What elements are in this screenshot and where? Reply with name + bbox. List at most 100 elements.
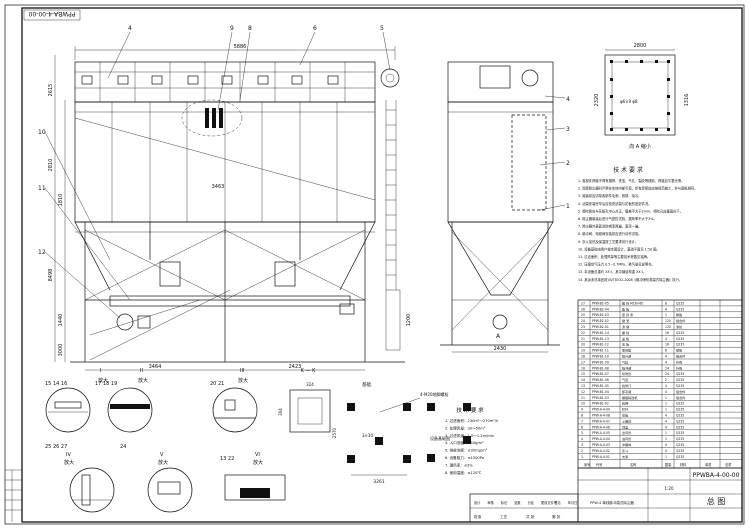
bom-cell: Q235	[676, 343, 684, 347]
bom-cell: Q235	[676, 449, 684, 453]
k-section-title: K — K	[301, 368, 316, 374]
tech-req-item: 2. 焊接除尘器时严禁在本体内部引弧，所有焊接处应按规范施工，并与图纸相符。	[578, 186, 698, 191]
tech-req-item: 1. 各部件焊缝不得有漏焊、夹渣、气孔、裂纹等缺陷，焊缝应平整光滑。	[578, 178, 684, 183]
dim-top-view-right: 1316	[684, 94, 690, 107]
bom-cell: 喷吹管	[622, 371, 631, 376]
bom-cell: 卸灰阀	[622, 389, 631, 394]
bom-cell: PPW-B1-14	[592, 331, 609, 335]
bom-cell: 8	[581, 414, 583, 418]
bom-cell: PPW-A-4-07	[592, 419, 610, 423]
footer-bottom-cell: 工艺	[500, 514, 508, 519]
bom-cell: 顶盖	[622, 424, 628, 429]
bom-cell: 16	[665, 331, 669, 335]
front-callouts: 4 9 8 6 5 10 11 12	[38, 25, 391, 319]
bom-cell: Q235	[676, 414, 684, 418]
bom-cell: 8	[665, 301, 667, 305]
bom-cell: 23	[581, 325, 585, 329]
bom-cell: 4	[665, 449, 667, 453]
bom-cell: 外购	[676, 359, 682, 364]
inner-border	[21, 7, 743, 523]
bom-cell: 2	[665, 378, 667, 382]
bom-cell: 气包	[622, 377, 628, 382]
k-section: K — K 304 324	[278, 368, 331, 433]
bom-cell: 提升阀	[622, 354, 631, 359]
bom-cell: 12	[581, 390, 585, 394]
bom-cell: PPW-B1-12	[592, 343, 609, 347]
bom-cell: 压 板	[622, 342, 629, 347]
tech-req-list: 1. 各部件焊缝不得有漏焊、夹渣、气孔、裂纹等缺陷，焊缝应平整光滑。 2. 焊接除…	[578, 178, 698, 282]
side-callout-1: 1	[566, 203, 570, 210]
footer-cell: 审核	[487, 500, 494, 505]
bom-cell: 密 封 条	[622, 312, 633, 317]
bom-cell: 爬梯	[622, 401, 628, 406]
rotated-code: PPWBA-4-00-00	[28, 10, 75, 17]
footer-bottom-cell: 批准	[474, 514, 482, 519]
bom-cell: 螺 栓	[622, 330, 629, 335]
detail-vi-scale: 放大	[253, 459, 263, 466]
footer-cell: 设计	[474, 500, 481, 505]
k-dim-0: 304	[278, 408, 283, 416]
detail-i-callouts: 15 14 16	[45, 381, 67, 387]
bom-cell: Q235	[676, 443, 684, 447]
tech-req-item: 6. 除尘器组装后进行气密性试验，漏风率不大于3%。	[578, 216, 657, 221]
bom-cell: PPW-B1-09	[592, 360, 609, 364]
bom-cell: 14	[581, 378, 585, 382]
bom-cell: 4	[665, 307, 667, 311]
bom-cell: 9	[581, 408, 583, 412]
bom-cell: Q235	[676, 331, 684, 335]
side-callout-4: 4	[566, 96, 570, 103]
ladder	[385, 100, 401, 351]
dim-left-c: 1810	[58, 194, 64, 207]
rotated-code-box: PPWBA-4-00-00	[23, 9, 81, 21]
dim-right-a: 1200	[406, 314, 412, 327]
bom-cell: PPW-B1-06	[592, 378, 609, 382]
bom-cell: 栏杆	[622, 407, 628, 412]
bom-cell: 1	[665, 408, 667, 412]
tech-req-item: 13. 本设备总重约 XX t，其中钢结构重 XX t。	[578, 269, 646, 274]
bom-cell: Q235	[676, 307, 684, 311]
bom-cell: PPW-B2-02	[592, 319, 609, 323]
spec-item: 5. 排放浓度：≤30mg/m³	[445, 448, 488, 453]
bom-cell: 16	[581, 366, 585, 370]
bom-cell: 4	[665, 337, 667, 341]
bom-cell: 橡胶	[676, 312, 682, 317]
bom-cell: 滤 袋	[622, 324, 629, 329]
bom-cell: Q235	[676, 402, 684, 406]
bom-cell: 涤纶	[676, 324, 682, 329]
detail-iv-callouts: 25 26 27	[45, 444, 67, 450]
footer-cell: 处数	[514, 500, 521, 505]
bom-cell: 24	[581, 319, 585, 323]
side-callout-3: 3	[566, 126, 570, 133]
bom-cell: 24	[665, 366, 669, 370]
detail-vi: 13 22 VI 放大	[220, 452, 286, 501]
tech-req-item: 7. 除尘器外表面涂防锈漆两遍，面漆一遍。	[578, 224, 642, 229]
spec-item: 8. 使用温度：≤120℃	[445, 470, 481, 475]
bom-cell: 1	[665, 402, 667, 406]
foundation-dim-mid: 3×30	[362, 433, 373, 438]
bom-cell: 17	[581, 360, 585, 364]
dim-left-total: 8498	[48, 269, 54, 282]
bom-cell: 4	[665, 443, 667, 447]
side-view: 2430 A 4 3 2 1	[440, 61, 570, 353]
dim-left-d: 1440	[58, 314, 64, 327]
bom-h-unit: 单重	[705, 462, 712, 467]
dim-left-a: 2615	[48, 84, 54, 97]
bom-cell: 密封垫	[622, 348, 632, 353]
top-view-scale-note: 向 A 缩小	[629, 143, 651, 150]
bom-cell: Q235	[676, 301, 684, 305]
detail-i-scale: 放大	[98, 377, 108, 384]
bom-cell: 13	[581, 384, 585, 388]
bom-h-qty: 数量	[665, 462, 672, 467]
bom-cell: 26	[581, 307, 585, 311]
hopper	[74, 221, 376, 291]
detail-iv-name: IV	[66, 452, 71, 458]
dim-top-view-top: 2800	[634, 43, 647, 49]
bom-cell: 4	[665, 425, 667, 429]
bom-cell: PPW-A-4-01	[592, 455, 610, 459]
detail-iii: 20 21 III 放大	[210, 368, 258, 433]
bom-cell: 7	[581, 419, 583, 423]
bom-cell: 2	[581, 449, 583, 453]
